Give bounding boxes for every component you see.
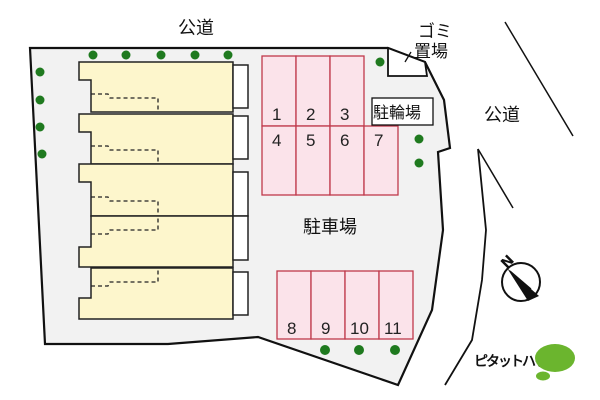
space-number: 4 [272,131,281,150]
garbage-area-label: ゴミ [418,21,452,42]
space-number: 10 [350,319,369,338]
road-edge-line [444,148,487,386]
bicycle-parking-label: 駐輪場 [373,103,421,122]
space-number: 11 [384,319,402,338]
garbage-area [387,46,429,77]
parking-block-upper [261,55,399,196]
parking-space-3[interactable] [329,55,365,127]
space-number: 5 [306,131,315,150]
compass-icon [501,262,541,302]
space-number: 7 [374,131,383,150]
garbage-area-pointer [404,51,412,63]
road-edge-line [477,148,514,209]
space-number: 3 [340,105,349,124]
parking-block-lower [276,270,414,340]
parking-space-9[interactable] [310,270,346,340]
parking-space-7[interactable] [363,125,399,196]
parking-space-1[interactable] [261,55,297,127]
space-number: 8 [287,319,296,338]
space-number: 1 [272,105,281,124]
space-number: 6 [340,131,349,150]
space-number: 2 [306,105,315,124]
space-number: 9 [321,319,330,338]
road-edge-line [504,21,574,137]
parking-lot-label: 駐車場 [303,217,357,238]
brand-logo-icon [535,344,575,381]
tree-markers [35,50,424,355]
bicycle-parking-box [371,97,434,126]
apartment-building [78,61,249,320]
parking-space-6[interactable] [329,125,365,196]
road-label-top: 公道 [178,18,214,39]
parking-space-8[interactable] [276,270,312,340]
road-label-right: 公道 [484,105,520,126]
parking-space-11[interactable] [378,270,414,340]
garbage-area-label: 置場 [414,42,448,62]
